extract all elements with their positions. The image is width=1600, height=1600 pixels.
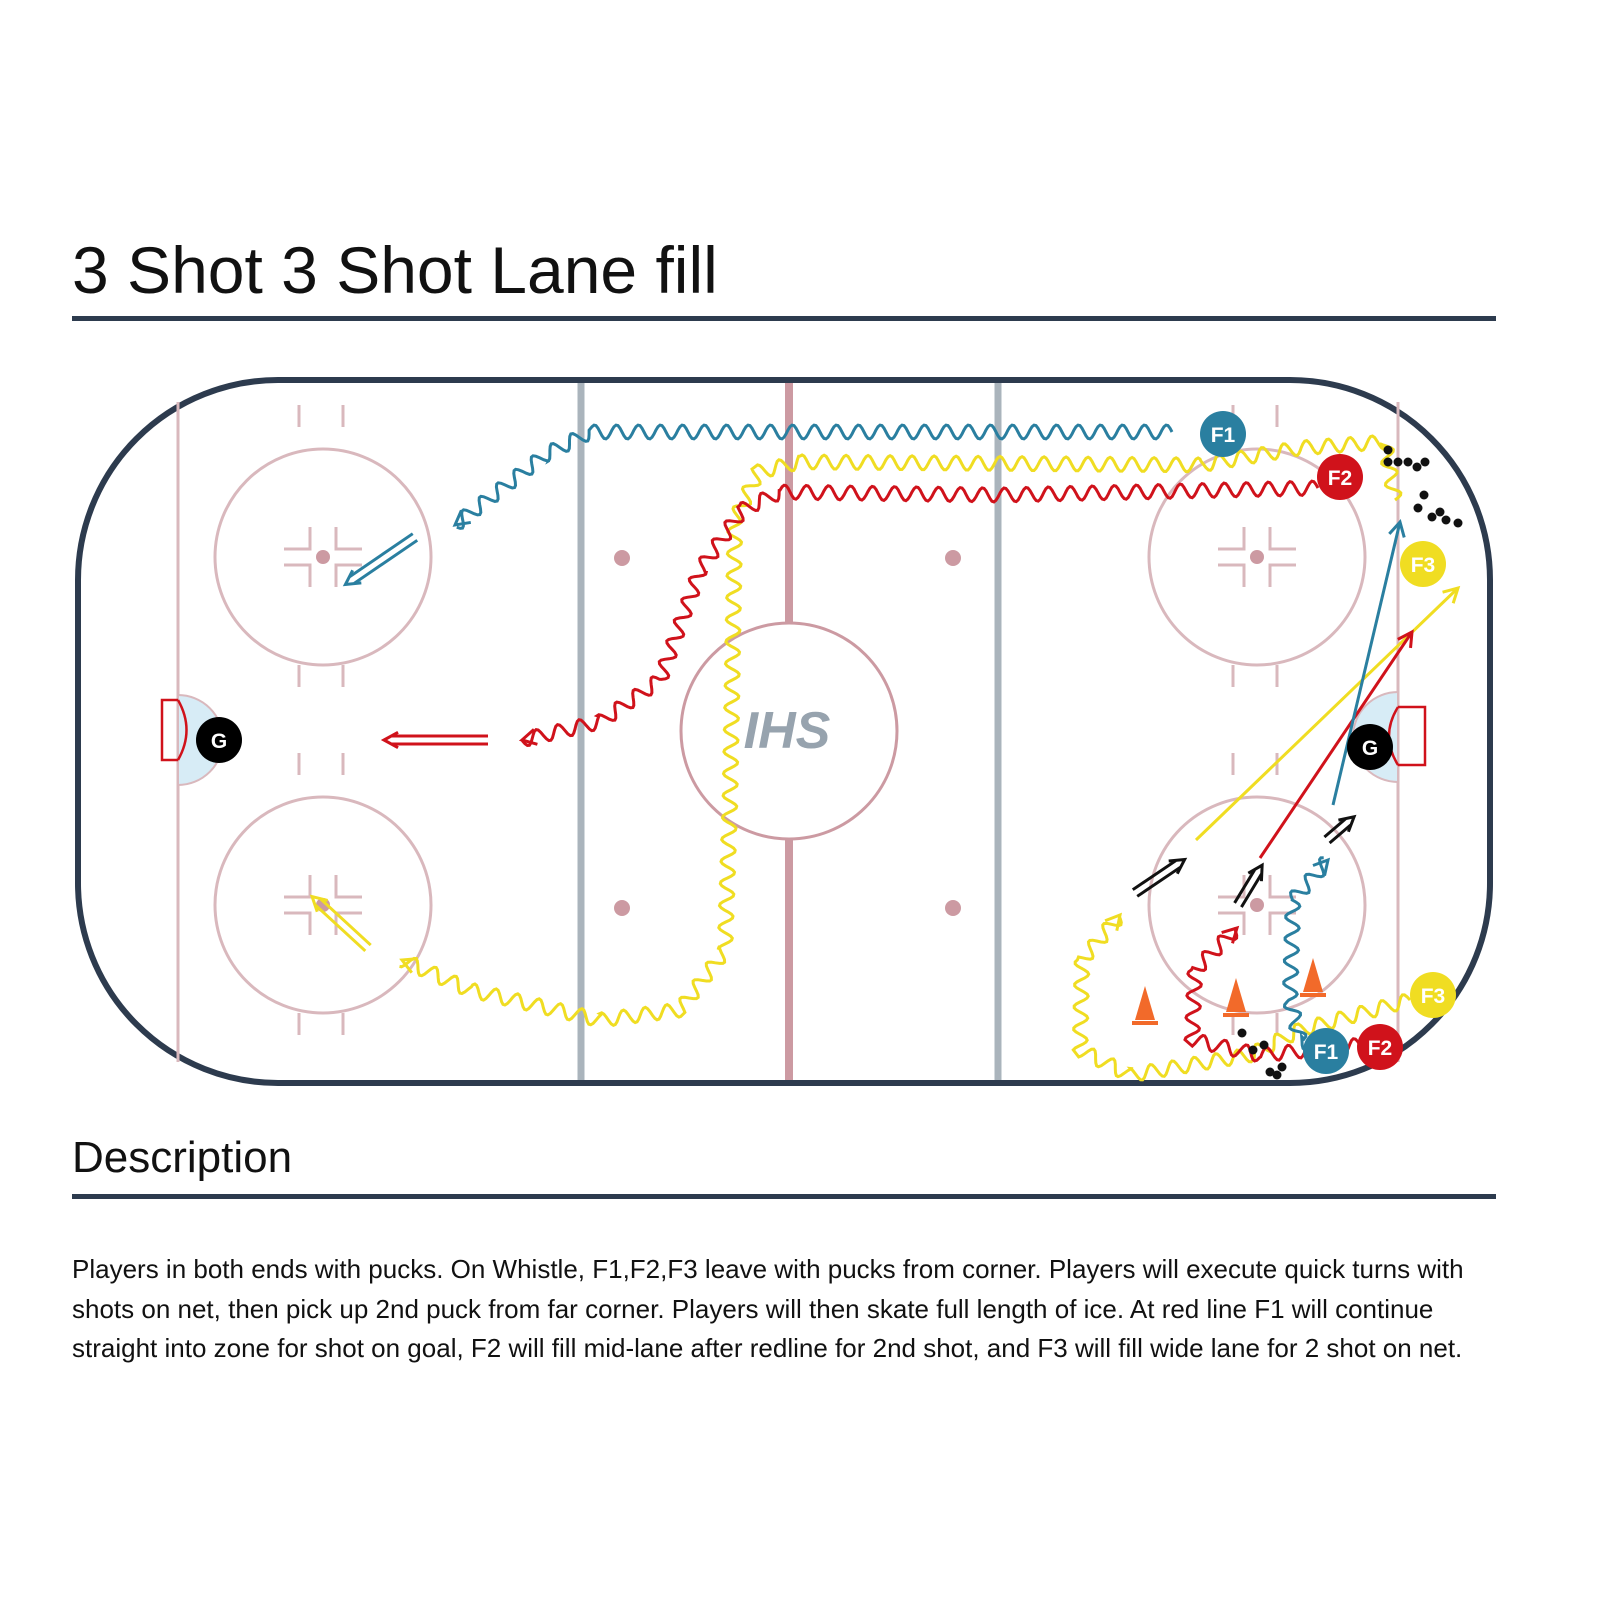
f2-bottom-skate-path-arrowhead (1221, 925, 1240, 944)
f1-bottom-skate-path-arrowhead (1312, 857, 1331, 876)
player-token-goalie-right: G (1347, 724, 1393, 770)
f1-pass-arrowhead (342, 569, 362, 587)
player-label: F3 (1411, 554, 1436, 577)
center-logo: IHS (744, 702, 831, 760)
faceoff-dot (614, 900, 630, 916)
f3-shot-lane (1194, 586, 1460, 842)
puck-icon (1427, 512, 1437, 522)
backward-skate-2 (1233, 869, 1263, 908)
f1-skate-path (456, 423, 1174, 530)
player-token-f1-top: F1 (1200, 411, 1246, 457)
f3-skate-path (399, 434, 1403, 1027)
puck-icon (1383, 445, 1393, 455)
player-token-f3-top: F3 (1400, 541, 1446, 587)
backward-skate-1 (1131, 859, 1182, 898)
description-heading: Description (72, 1133, 293, 1182)
page-title: 3 Shot 3 Shot Lane fill (72, 233, 718, 307)
puck-icon (1441, 515, 1451, 525)
backward-skate-3 (1323, 817, 1352, 845)
rink-markings: IHS (75, 377, 1493, 1086)
f3-pass-arrowhead (309, 894, 329, 913)
faceoff-circle (213, 405, 433, 687)
puck-icon (1419, 490, 1429, 500)
puck-icon (1248, 1045, 1258, 1055)
backward-skate-1-arrowhead (1168, 857, 1188, 875)
title-divider (72, 316, 1496, 321)
puck-icon (1393, 457, 1403, 467)
cone-icon (1223, 978, 1249, 1017)
puck-icon (1265, 1067, 1275, 1077)
faceoff-circle (213, 753, 433, 1035)
faceoff-dot (945, 550, 961, 566)
f3-pass (314, 897, 372, 953)
f1-pass (348, 532, 419, 585)
f3-skate-path-arrowhead (399, 957, 419, 974)
f3-bottom-skate-path-arrowhead (1104, 912, 1123, 931)
puck-icon (1259, 1040, 1269, 1050)
player-label: G (1362, 737, 1378, 760)
f2-shot-lane (1258, 631, 1414, 859)
player-label: G (211, 730, 227, 753)
f1-bottom-skate-path (1282, 856, 1326, 1052)
player-label: F1 (1211, 424, 1236, 447)
f1-shot-lane (1331, 521, 1402, 806)
player-token-f1-bottom: F1 (1303, 1028, 1349, 1074)
description-divider (72, 1194, 1496, 1199)
faceoff-dot (945, 900, 961, 916)
cone-icon (1300, 958, 1326, 997)
description-text: Players in both ends with pucks. On Whis… (72, 1254, 1464, 1363)
net-left (160, 698, 188, 762)
puck-icon (1272, 1070, 1282, 1080)
player-label: F2 (1368, 1037, 1393, 1060)
puck-icon (1435, 507, 1445, 517)
faceoff-dot (614, 550, 630, 566)
puck-icon (1413, 503, 1423, 513)
f2-pass-arrowhead (380, 731, 399, 749)
puck-icon (1453, 518, 1463, 528)
f2-pass (392, 734, 488, 746)
f1-shot-lane-arrowhead (1388, 518, 1406, 538)
f2-shot-lane-arrowhead (1397, 629, 1414, 649)
f3-shot-lane-arrowhead (1442, 585, 1461, 604)
puck-icon (1383, 457, 1393, 467)
backward-skate-3-arrowhead (1338, 814, 1357, 833)
f2-skate-path (521, 479, 1320, 748)
f2-skate-path-arrowhead (518, 728, 538, 746)
player-token-f3-bottom: F3 (1410, 972, 1456, 1018)
puck-icon (1403, 457, 1413, 467)
player-token-f2-top: F2 (1317, 454, 1363, 500)
puck-icon (1420, 457, 1430, 467)
player-token-goalie-left: G (196, 717, 242, 763)
puck-icon (1237, 1028, 1247, 1038)
f3-bottom-skate-path (1071, 914, 1412, 1082)
player-label: F1 (1314, 1041, 1339, 1064)
f1-skate-path-arrowhead (452, 509, 472, 527)
cone-icon (1132, 986, 1158, 1025)
puck-icon (1277, 1062, 1287, 1072)
player-label: F3 (1421, 985, 1446, 1008)
player-label: F2 (1328, 467, 1353, 490)
puck-icon (1412, 462, 1422, 472)
backward-skate-2-arrowhead (1247, 862, 1264, 882)
player-token-f2-bottom: F2 (1357, 1024, 1403, 1070)
